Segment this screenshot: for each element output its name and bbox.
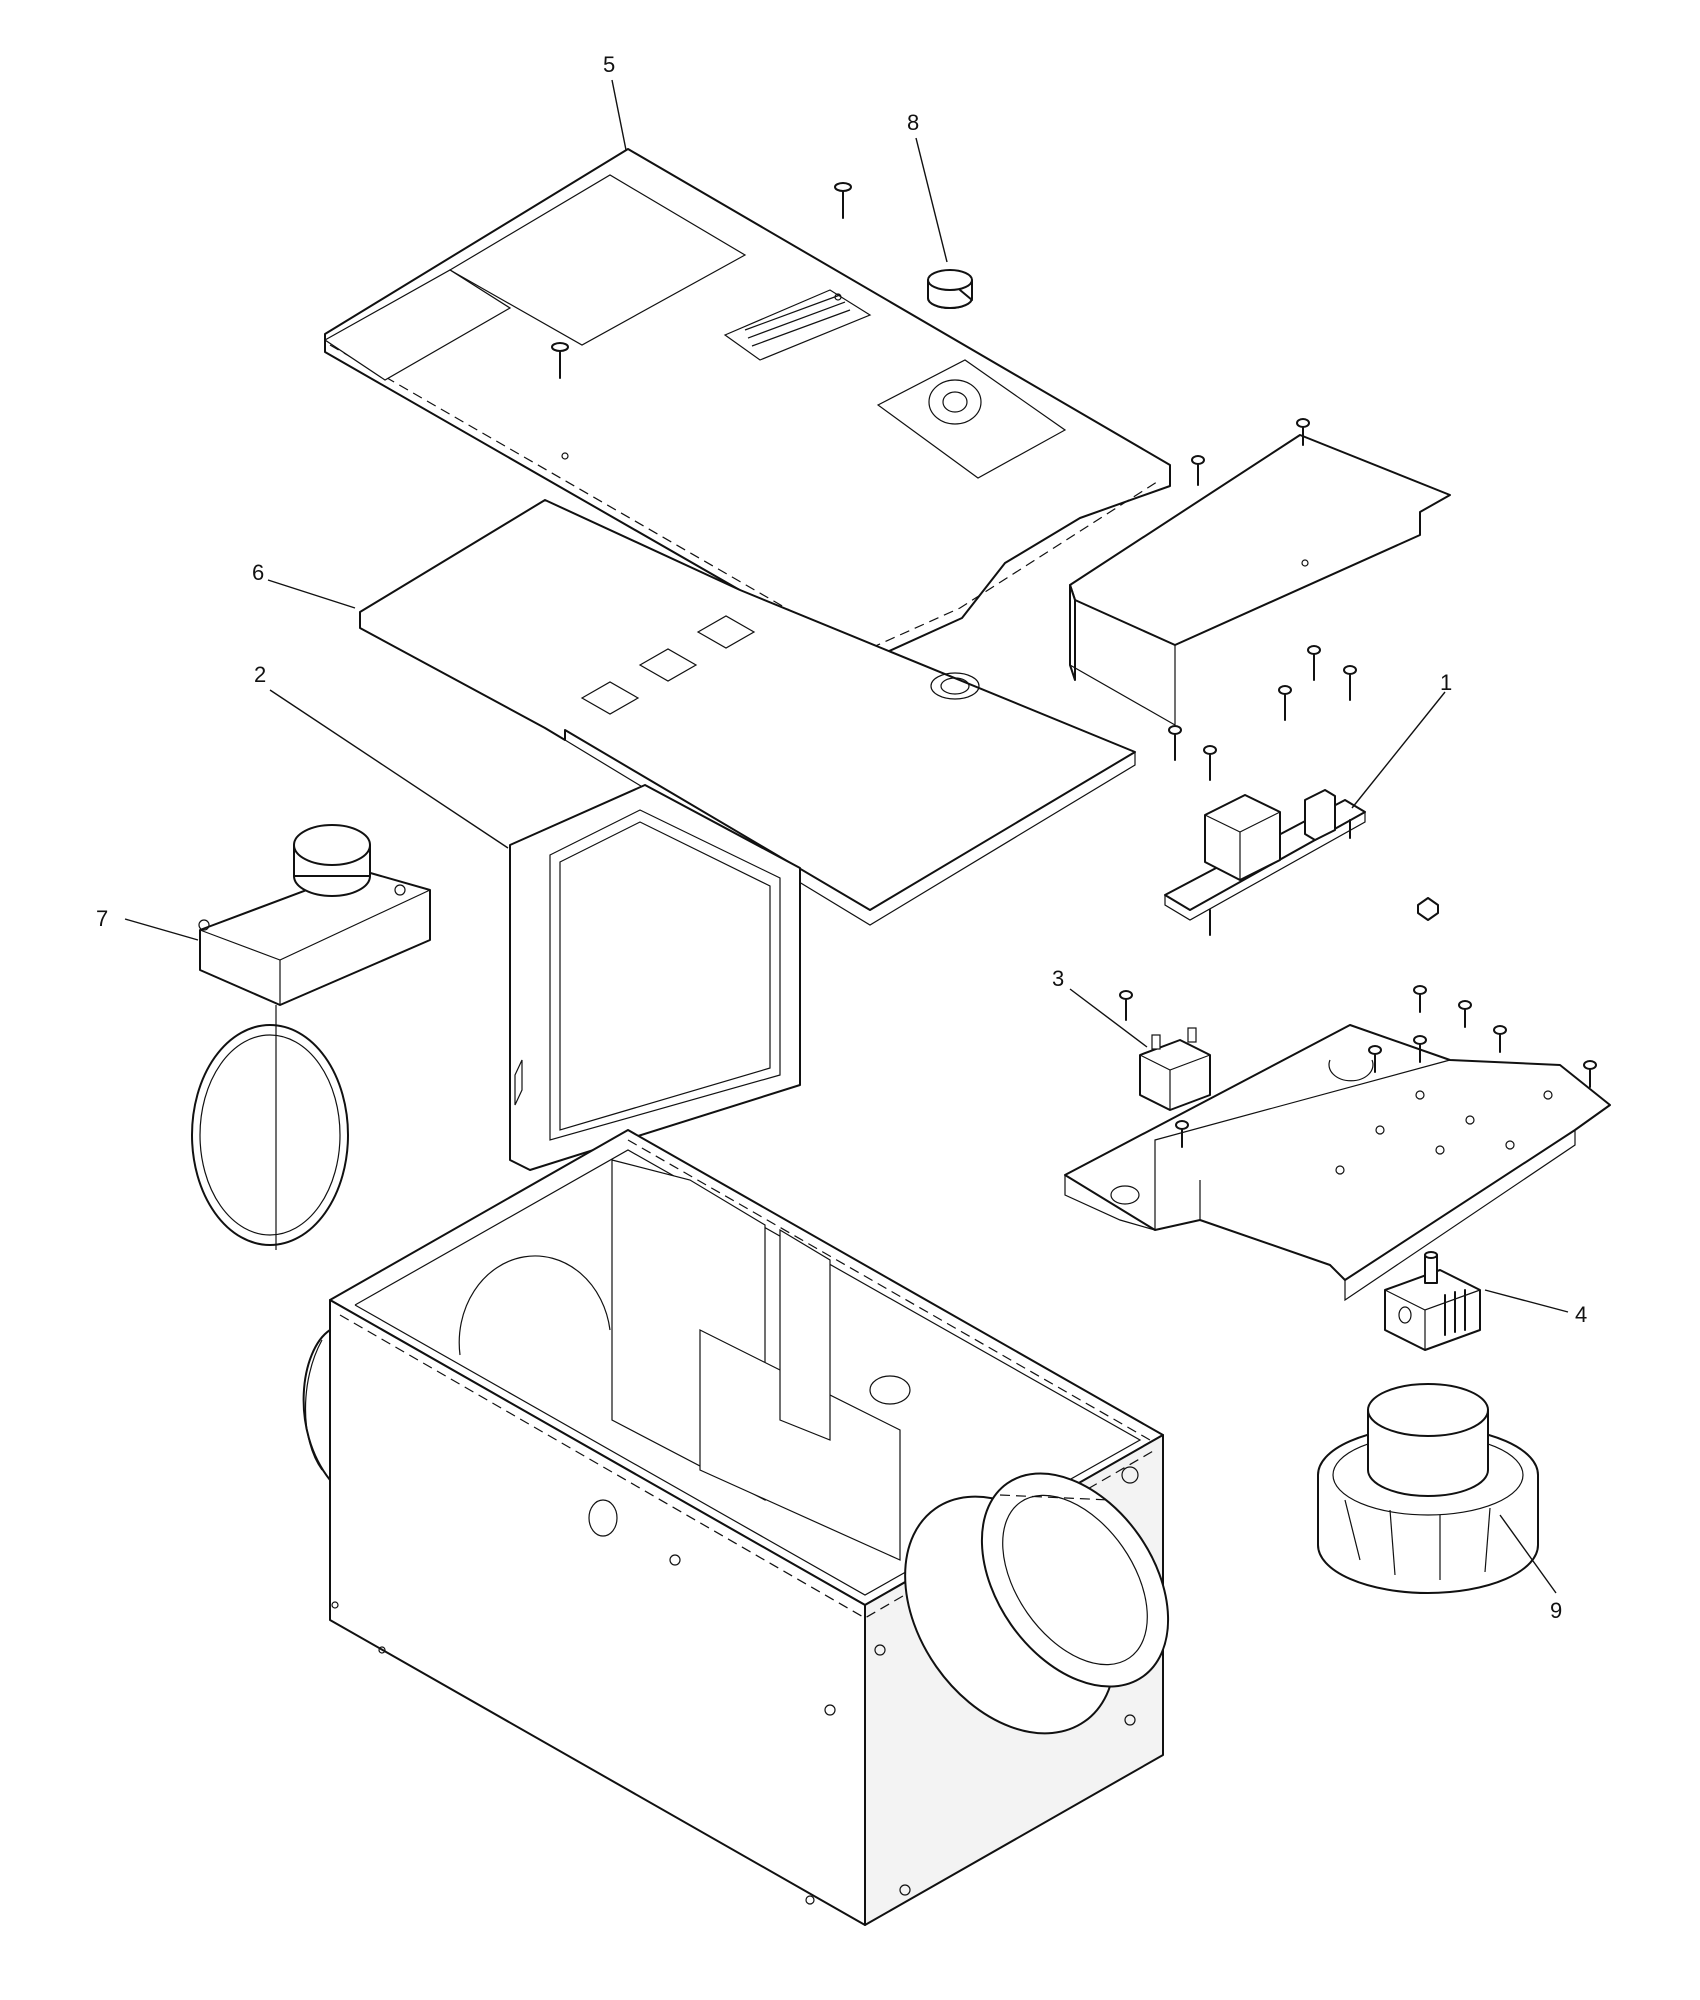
pcb-assembly — [1164, 789, 1366, 936]
callout-7: 7 — [96, 906, 108, 931]
callout-2: 2 — [254, 662, 266, 687]
front-grille — [509, 784, 801, 1171]
callout-labels: 5 8 6 2 1 7 3 4 9 — [96, 52, 1587, 1623]
callout-9: 9 — [1550, 1598, 1562, 1623]
callout-5: 5 — [603, 52, 615, 77]
mounting-plate — [1064, 897, 1611, 1302]
leader-lines — [124, 79, 1569, 1594]
outlet-duct — [904, 1472, 1170, 1735]
callout-6: 6 — [252, 560, 264, 585]
control-knob — [927, 269, 973, 309]
cover-screws — [551, 182, 852, 379]
capacitor — [1119, 990, 1211, 1111]
blower-wheel — [1317, 1383, 1539, 1594]
callout-3: 3 — [1052, 966, 1064, 991]
callout-1: 1 — [1440, 670, 1452, 695]
wiring-cover — [1069, 418, 1451, 727]
plate-screws — [1175, 985, 1597, 1148]
pcb-screws — [1168, 645, 1357, 781]
speed-control — [1384, 1251, 1481, 1351]
callout-4: 4 — [1575, 1302, 1587, 1327]
filter-plate — [359, 499, 1136, 926]
callout-8: 8 — [907, 110, 919, 135]
damper-motor — [191, 824, 431, 1250]
top-cover — [323, 148, 1171, 664]
